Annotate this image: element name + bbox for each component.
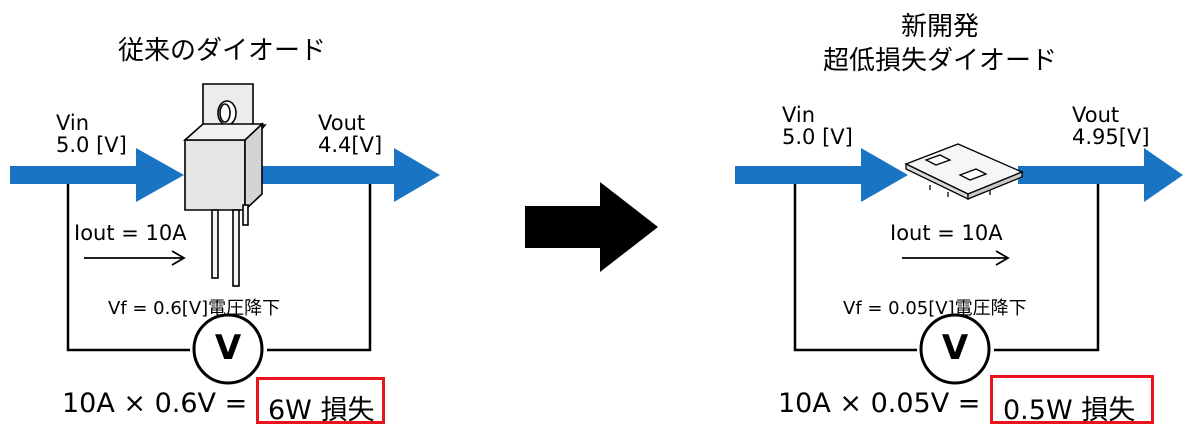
left-meter-label: V	[214, 328, 242, 368]
left-equation: 10A × 0.6V =	[62, 388, 248, 419]
left-title: 従来のダイオード	[118, 36, 327, 66]
left-circuit-wire-right	[267, 176, 372, 352]
right-circuit-wire-right	[994, 176, 1100, 352]
left-current-label: Iout = 10A	[74, 221, 187, 245]
left-vin-label: Vin	[56, 111, 90, 135]
right-circuit	[735, 143, 1183, 385]
to220-diode-icon	[182, 83, 267, 287]
right-title-line2: 超低損失ダイオード	[822, 46, 1057, 76]
left-output-arrow-icon	[262, 148, 440, 202]
right-meter-label: V	[941, 328, 969, 368]
left-vin-value: 5.0 [V]	[56, 133, 127, 157]
left-vout-value: 4.4[V]	[318, 133, 383, 157]
right-output-arrow-icon	[1018, 148, 1183, 202]
left-loss-highlight	[256, 377, 385, 424]
right-title-line1: 新開発	[900, 12, 979, 42]
right-loss-value: 0.5W 損失	[1003, 395, 1136, 426]
left-input-arrow-icon	[10, 148, 184, 202]
left-loss-value: 6W 損失	[268, 395, 375, 426]
left-circuit	[10, 83, 440, 385]
left-vout-label: Vout	[318, 111, 366, 135]
right-vf-label: Vf = 0.05[V]電圧降下	[843, 298, 1027, 319]
voltmeter-icon	[192, 313, 264, 385]
right-current-label: Iout = 10A	[890, 221, 1003, 245]
big-right-arrow-icon	[525, 182, 658, 272]
right-equation: 10A × 0.05V =	[778, 388, 981, 419]
right-vin-label: Vin	[782, 103, 816, 127]
right-input-arrow-icon	[735, 148, 908, 202]
right-circuit-wire	[793, 176, 917, 352]
left-current-arrow-icon	[84, 250, 186, 266]
right-vout-value: 4.95[V]	[1072, 125, 1150, 149]
left-circuit-wire	[66, 176, 190, 352]
right-loss-highlight	[990, 375, 1154, 424]
voltmeter-icon	[919, 313, 991, 385]
left-vf-label: Vf = 0.6[V]電圧降下	[108, 298, 281, 319]
right-vout-label: Vout	[1072, 103, 1120, 127]
right-vin-value: 5.0 [V]	[782, 125, 853, 149]
right-current-arrow-icon	[902, 250, 1010, 266]
smd-diode-icon	[904, 143, 1024, 201]
